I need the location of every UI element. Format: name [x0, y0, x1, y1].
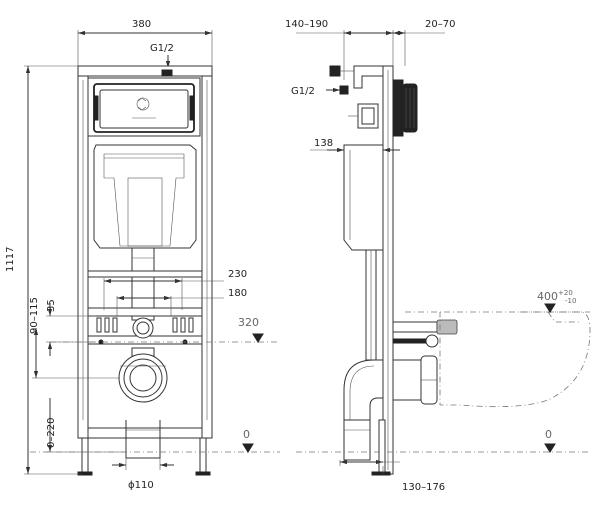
front-inlet-label: G1/2: [150, 43, 174, 54]
floor-level-marker: [242, 443, 254, 453]
inlet-connector: [161, 69, 173, 77]
recycle-icon: [136, 97, 150, 111]
seat-height-tol-upper: +20: [558, 289, 573, 297]
seat-height-label: 400: [537, 290, 558, 303]
dim-90-115-label: 90–115: [29, 297, 40, 334]
waste-outlet: [118, 347, 168, 403]
frame-bottom-bar: [87, 427, 203, 439]
seat-height-marker: [544, 303, 556, 313]
side-level-0-label: 0: [545, 428, 552, 441]
dim-180-label: 180: [228, 288, 247, 299]
left-leg: [81, 437, 89, 475]
seat-height-tol-lower: -10: [565, 297, 576, 305]
dim-230-label: 230: [228, 269, 247, 280]
dim-140-190-label: 140–190: [285, 19, 328, 30]
toilet-bowl-outline: [405, 311, 591, 408]
dim-20-70-label: 20–70: [425, 19, 455, 30]
dim-130-176-label: 130–176: [402, 482, 445, 493]
side-bolts: [392, 319, 458, 348]
right-leg: [199, 437, 207, 475]
side-inlet-label: G1/2: [291, 86, 315, 97]
side-floor-marker: [544, 443, 556, 453]
front-level-0-label: 0: [243, 428, 250, 441]
dim-1117-label: 1117: [5, 247, 16, 272]
side-view: 140–190 20–70 G1/2 13: [285, 19, 591, 493]
flush-plate-frame: [87, 77, 201, 137]
dim-35-label: 35: [46, 299, 57, 312]
dim-138-label: 138: [314, 138, 333, 149]
outlet-diameter-label: ϕ110: [128, 480, 154, 491]
height-320-marker: [252, 333, 264, 343]
width-380-label: 380: [132, 19, 151, 30]
height-320-label: 320: [238, 316, 259, 329]
side-waste-connector: [392, 359, 422, 401]
front-view: 380 G1/2: [5, 19, 280, 491]
bolt-bar-upper: [87, 307, 203, 317]
svg-text:400+20: 400+20: [537, 289, 573, 303]
flush-outlet: [132, 317, 154, 339]
cistern: [93, 144, 197, 249]
fixing-bolts: [96, 317, 194, 333]
frame-top-bar: [77, 65, 213, 77]
dim-0-220-label: 0–220: [46, 418, 57, 448]
side-flush-plate: [392, 79, 404, 137]
